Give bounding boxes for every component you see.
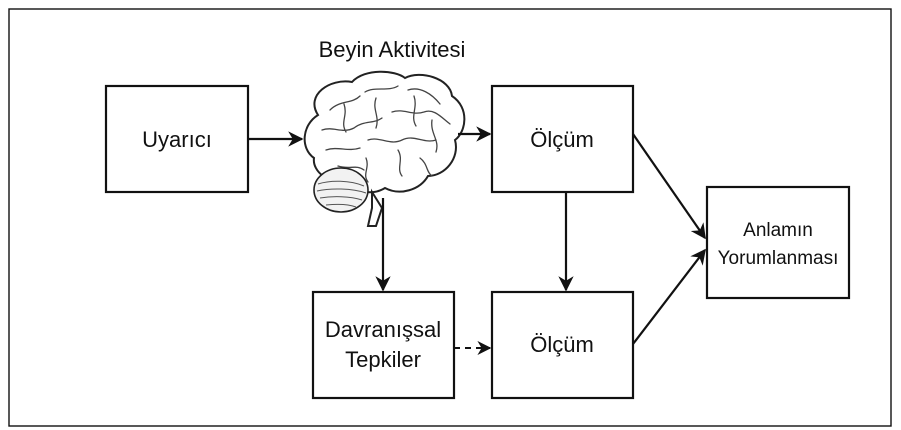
behavioral-responses-line2: Tepkiler <box>345 347 421 372</box>
interpretation-line1: Anlamın <box>743 220 813 241</box>
arrow-measurement-bottom-to-interpretation <box>632 248 706 345</box>
measurement-top-box: Ölçüm <box>490 84 635 194</box>
brain-activity-title: Beyin Aktivitesi <box>319 37 466 62</box>
interpretation-box: Anlamın Yorumlanması <box>705 185 851 300</box>
stimulus-label: Uyarıcı <box>142 127 212 152</box>
measurement-top-label: Ölçüm <box>530 127 594 152</box>
interpretation-line2: Yorumlanması <box>718 248 839 269</box>
behavioral-responses-line1: Davranışsal <box>325 317 441 342</box>
stimulus-box: Uyarıcı <box>104 84 250 194</box>
brain-icon <box>303 70 466 227</box>
measurement-bottom-box: Ölçüm <box>490 290 635 400</box>
measurement-bottom-label: Ölçüm <box>530 332 594 357</box>
arrow-measurement-top-to-interpretation <box>632 133 706 240</box>
behavioral-responses-box: Davranışsal Tepkiler <box>311 290 456 400</box>
